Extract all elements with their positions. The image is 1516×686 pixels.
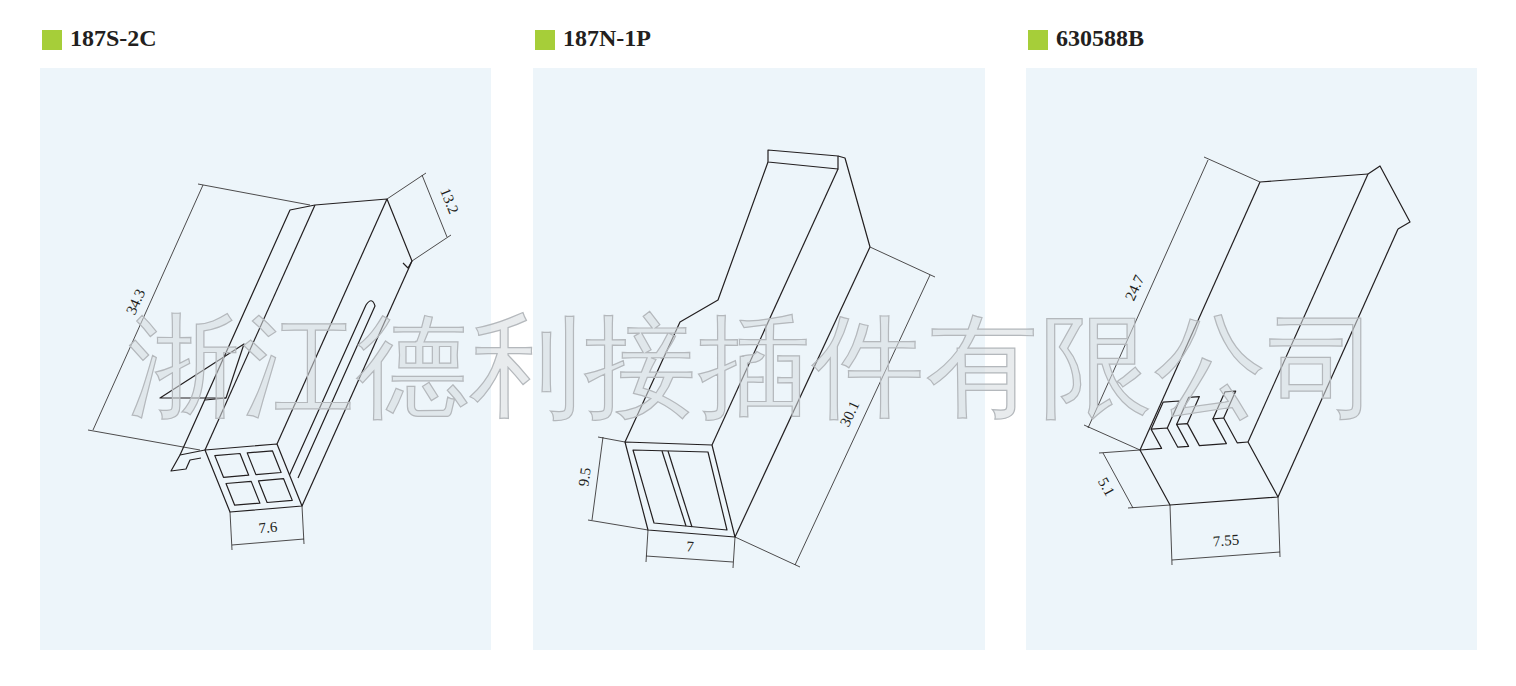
outline-line xyxy=(315,199,412,261)
dimension-value: 7.6 xyxy=(258,520,278,537)
part-number: 630588B xyxy=(1056,26,1144,50)
dimension-line xyxy=(1170,505,1172,565)
dimension-line xyxy=(88,430,200,450)
outline-line xyxy=(226,481,260,505)
dimension-line xyxy=(1099,450,1140,453)
outline-line xyxy=(1260,174,1368,182)
outline-line xyxy=(215,454,249,478)
outline-line xyxy=(633,450,727,530)
dimension-line xyxy=(1278,497,1280,557)
dimension-value: 5.1 xyxy=(1095,475,1117,499)
dimension-line xyxy=(387,173,426,199)
dimension-line xyxy=(1204,157,1260,182)
dimension-line xyxy=(1084,425,1140,450)
heading-marker xyxy=(535,30,555,50)
dimension-line xyxy=(232,539,304,545)
dimension-line xyxy=(1128,505,1170,508)
watermark: 浙江德利接插件有限公司 xyxy=(128,310,1382,422)
outline-line xyxy=(838,156,870,247)
outline-line xyxy=(171,450,205,471)
part-number: 187S-2C xyxy=(70,26,157,50)
dimension-line xyxy=(588,520,648,530)
dimension-line xyxy=(870,247,935,277)
dimension-value: 7 xyxy=(686,539,695,554)
dimension-line xyxy=(592,437,603,520)
part-number: 187N-1P xyxy=(563,26,651,50)
dimension-line xyxy=(646,530,648,562)
outline-line xyxy=(662,451,686,526)
dimension-value: 9.5 xyxy=(576,467,593,488)
dimension-line xyxy=(198,184,310,205)
outline-line xyxy=(205,444,302,512)
heading-marker xyxy=(42,30,62,50)
heading-marker xyxy=(1028,30,1048,50)
dimension-line xyxy=(646,556,733,562)
outline-line xyxy=(625,442,735,537)
outline-line xyxy=(403,261,412,268)
dimension-line xyxy=(1172,552,1280,560)
dimension-line xyxy=(733,537,735,568)
outline-line xyxy=(768,150,838,169)
dimension-line xyxy=(230,512,232,550)
outline-line xyxy=(247,451,281,475)
outline-line xyxy=(1140,418,1248,450)
outline-line xyxy=(1140,442,1278,505)
dimension-value: 7.55 xyxy=(1212,533,1239,550)
dimension-line xyxy=(302,506,304,544)
outline-line xyxy=(1368,166,1410,229)
dimension-value: 24.7 xyxy=(1123,273,1147,303)
dimension-line xyxy=(735,537,800,567)
outline-line xyxy=(668,451,692,527)
dimension-value: 13.2 xyxy=(437,186,461,216)
outline-line xyxy=(258,479,292,503)
dimension-line xyxy=(412,235,451,261)
